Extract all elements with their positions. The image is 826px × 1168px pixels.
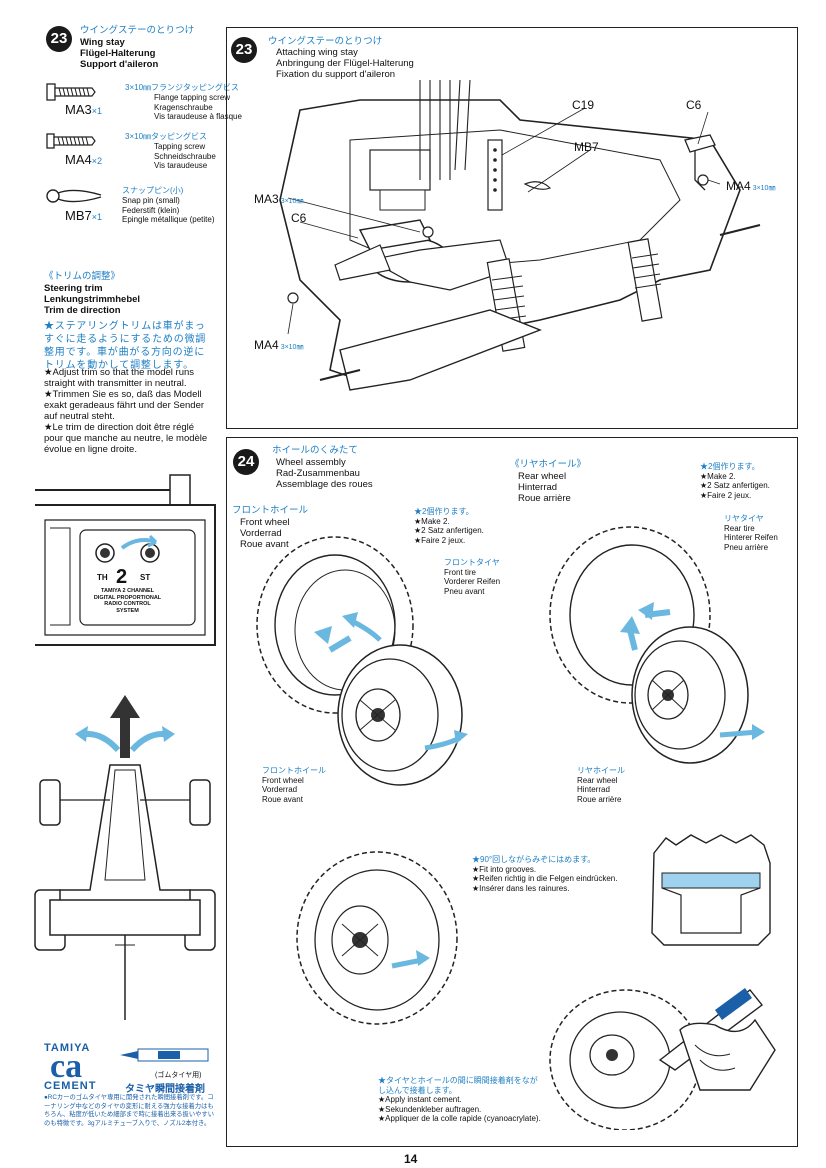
part-ma4-code: MA4×2: [65, 152, 102, 167]
apply-cement-illustration: [549, 988, 776, 1130]
step-24-title-jp: ホイールのくみたて: [272, 445, 358, 456]
step-24-title-lines: Wheel assembly Rad-Zusammenbau Assemblag…: [276, 457, 373, 490]
front-wheel-header-jp: フロントホイール: [232, 505, 309, 516]
tx-brand-text: TAMIYA 2 CHANNEL DIGITAL PROPORTIONAL RA…: [93, 588, 162, 614]
ad-brand: TAMIYA: [44, 1042, 91, 1054]
car-top-view-illustration: [34, 695, 216, 1020]
step-23-main-lines: Attaching wing stay Anbringung der Flüge…: [276, 47, 414, 80]
part-ma4-name-jp: 3×10㎜タッピングビス: [125, 132, 208, 141]
ad-name-jp: タミヤ瞬間接着剤: [125, 1084, 205, 1095]
front-wheel-label: フロントホイール Front wheel Vorderrad Roue avan…: [262, 766, 326, 804]
ad-logo: ca: [50, 1048, 83, 1085]
tire-groove-illustration: [296, 851, 458, 1025]
rear-wheel-label: リヤホイール Rear wheel Hinterrad Roue arrière: [577, 766, 625, 804]
tire-cross-section-illustration: [651, 834, 771, 946]
transmitter-illustration: [35, 474, 216, 646]
rear-wheel-assembly-illustration: [549, 526, 765, 764]
cement-tube-icon: [120, 1048, 209, 1062]
step-23-title-lines: Wing stay Flügel-Halterung Support d'ail…: [80, 37, 159, 70]
chassis-rear-illustration: [279, 80, 761, 391]
part-ma3-code: MA3×1: [65, 102, 102, 117]
fit-grooves-note: ★90°回しながらみぞにはめます。 ★Fit into grooves. ★Re…: [472, 855, 618, 893]
rear-wheel-header-jp: 《リヤホイール》: [510, 459, 587, 470]
trim-title-lines: Steering trim Lenkungstrimmhebel Trim de…: [44, 283, 141, 316]
ad-sub: CEMENT: [44, 1080, 97, 1092]
front-tire-label: フロントタイヤ Front tire Vorderer Reifen Pneu …: [444, 558, 501, 596]
trim-title-jp: 《トリムの調整》: [44, 271, 121, 282]
step-24-frame: [226, 437, 798, 1147]
step-23-main-badge: 23: [231, 37, 257, 63]
part-mb7-lines: Snap pin (small) Federstift (klein) Epin…: [122, 196, 215, 224]
step-23-main-title-jp: ウイングステーのとりつけ: [268, 36, 383, 47]
front-wheel-assembly-illustration: [256, 536, 468, 786]
part-ma3-name-jp: 3×10㎜フランジタッピングビス: [125, 83, 239, 92]
part-mb7-name-jp: スナップピン(小): [122, 186, 184, 195]
callout-c6-left: C6: [291, 211, 307, 225]
ad-tube-note: (ゴムタイヤ用): [155, 1072, 202, 1079]
rear-make-two: ★2個作ります。 ★Make 2. ★2 Satz anfertigen. ★F…: [700, 462, 770, 500]
tapping-screw-icon: [46, 133, 96, 149]
callout-c19: C19: [572, 98, 595, 112]
callout-mb7: MB7: [574, 140, 599, 154]
step-23-title-jp: ウイングステーのとりつけ: [80, 25, 195, 36]
trim-instruction-fr: ★Le trim de direction doit être réglé po…: [44, 422, 208, 455]
front-wheel-header-lines: Front wheel Vorderrad Roue avant: [240, 517, 290, 550]
step-23-frame: [226, 27, 798, 429]
part-ma3-lines: Flange tapping screw Kragenschraube Vis …: [154, 93, 242, 121]
rear-tire-label: リヤタイヤ Rear tire Hinterer Reifen Pneu arr…: [724, 514, 778, 552]
tx-th-label: TH: [97, 573, 108, 582]
tx-st-label: ST: [140, 573, 151, 582]
ad-text-jp: ●RCカーのゴムタイヤ専用に開発された瞬間接着剤です。コーナリング中などのタイヤ…: [44, 1094, 215, 1127]
apply-cement-note: ★タイヤとホイールの間に瞬間接着剤をながし込んで接着します。 ★Apply in…: [378, 1076, 541, 1123]
step-23-badge: 23: [46, 26, 72, 52]
rear-wheel-header-lines: Rear wheel Hinterrad Roue arrière: [518, 471, 571, 504]
part-ma4-lines: Tapping screw Schneidschraube Vis taraud…: [154, 142, 216, 170]
trim-instruction-en: ★Adjust trim so that the model runs stra…: [44, 367, 195, 389]
flange-screw-icon: [46, 83, 96, 101]
tx-channel-number: 2: [116, 566, 128, 588]
trim-instruction-jp: ★ステアリングトリムは車がまっすぐに走るようにするための微調整用です。車が曲がる…: [44, 321, 207, 371]
front-make-two: ★2個作ります。 ★Make 2. ★2 Satz anfertigen. ★F…: [414, 507, 484, 545]
trim-instruction-de: ★Trimmen Sie es so, daß das Modell exakt…: [44, 389, 205, 422]
step-24-badge: 24: [233, 449, 259, 475]
part-mb7-code: MB7×1: [65, 208, 102, 223]
page-number: 14: [404, 1152, 418, 1166]
callout-c6-right: C6: [686, 98, 702, 112]
snap-pin-icon: [46, 189, 102, 203]
